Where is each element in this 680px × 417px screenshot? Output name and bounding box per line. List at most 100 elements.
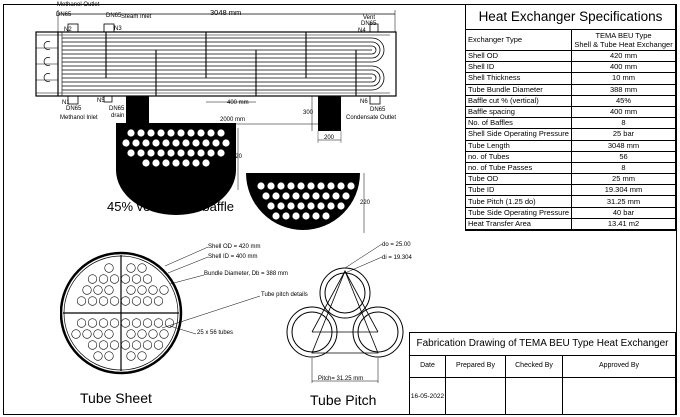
date-value: 16-05-2022 xyxy=(410,393,445,400)
shell-od-label: Shell OD = 420 mm xyxy=(208,244,261,250)
bundle-diameter-label: Bundle Diameter, Db = 388 mm xyxy=(204,271,288,277)
nozzle-n5-label: N5 xyxy=(97,98,105,104)
tube-count-label: 25 x 56 tubes xyxy=(197,330,234,336)
nozzle-dn-label: DN65 xyxy=(56,12,72,18)
spec-row: Tube Pitch (1.25 do)31.25 mm xyxy=(466,195,675,208)
shell-id-label: Shell ID = 400 mm xyxy=(208,254,258,260)
spec-value: 25 bar xyxy=(571,128,675,141)
spec-value: 31.25 mm xyxy=(571,195,675,208)
saddle-left xyxy=(126,96,149,131)
baffle-spacing-dim: 400 mm xyxy=(227,100,249,106)
spec-label: Shell ID xyxy=(466,61,573,74)
spec-label: no. of Tube Passes xyxy=(466,161,573,175)
spec-value: 3048 mm xyxy=(571,139,675,152)
fabrication-title: Fabrication Drawing of TEMA BEU Type Hea… xyxy=(410,333,675,356)
spec-value: 400 mm xyxy=(571,61,675,74)
saddle-width-dim: 200 xyxy=(324,135,335,141)
baffle-height-dim: 220 xyxy=(232,154,243,160)
tube-pitch-drawing xyxy=(286,243,404,383)
spec-value: 40 bar xyxy=(571,206,675,219)
spec-label: Tube ID xyxy=(466,184,573,197)
spec-label: Heat Transfer Area xyxy=(466,217,573,231)
vent-label: Vent xyxy=(363,15,376,21)
nozzle-n2-label: N2 xyxy=(64,27,72,33)
nozzle-dn-label: DN65 xyxy=(109,106,125,112)
spec-label: Tube Pitch (1.25 do) xyxy=(466,195,573,208)
date-header: Date xyxy=(420,362,435,369)
spec-row: Baffle cut % (vertical)45% xyxy=(466,94,675,107)
tube-pitch-details-label: Tube pitch details xyxy=(261,292,308,298)
spec-label: Tube Bundle Diameter xyxy=(466,83,573,96)
nozzle-n4-label: N4 xyxy=(358,28,366,34)
methanol-inlet-label: Methanol Inlet xyxy=(60,115,98,121)
spec-value: 25 mm xyxy=(571,173,675,186)
length-dimension: 3048 mm xyxy=(210,8,242,17)
condensate-outlet-label: Condensate Outlet xyxy=(346,115,397,121)
title-block: Fabrication Drawing of TEMA BEU Type Hea… xyxy=(409,332,676,415)
spec-value: 13.41 m2 xyxy=(571,217,675,231)
baffle-height-dim: 220 xyxy=(360,200,371,206)
nozzle-n1-label: N1 xyxy=(62,100,70,106)
methanol-outlet-label: Methanol Outlet xyxy=(57,2,100,8)
spec-value: 420 mm xyxy=(571,49,675,63)
spec-value: 10 mm xyxy=(571,72,675,85)
tube-sheet-caption: Tube Sheet xyxy=(80,390,152,406)
spec-label: Shell OD xyxy=(466,49,573,63)
spec-table: Heat Exchanger Specifications Exchanger … xyxy=(465,4,676,231)
nozzle-dn-label: DN65 xyxy=(66,106,82,112)
prepared-by-header: Prepared By xyxy=(456,362,495,369)
spec-label: Exchanger Type xyxy=(466,30,573,51)
nozzle-dn-label: DN65 xyxy=(106,13,122,19)
spec-label: Tube Length xyxy=(466,139,573,152)
nozzle-dn-label: DN65 xyxy=(370,107,386,113)
exchanger-elevation-drawing xyxy=(35,10,397,143)
pitch-label: Pitch= 31.25 mm xyxy=(318,376,364,382)
baffle-drawings xyxy=(116,123,365,233)
spec-value: 388 mm xyxy=(571,83,675,96)
spec-value: 8 xyxy=(571,117,675,130)
spec-label: no. of Tubes xyxy=(466,150,573,163)
spec-label: Tube Side Operating Pressure xyxy=(466,206,573,219)
tube-sheet-drawing xyxy=(60,251,183,375)
tube-sheet-leaders xyxy=(161,246,261,335)
spec-value: 400 mm xyxy=(571,105,675,119)
spec-value: 56 xyxy=(571,150,675,163)
tube-pitch-caption: Tube Pitch xyxy=(310,392,377,408)
steam-inlet-label: Steam Inlet xyxy=(121,14,152,20)
spec-title: Heat Exchanger Specifications xyxy=(466,5,675,30)
approved-by-header: Approved By xyxy=(598,362,640,369)
spec-label: No. of Baffles xyxy=(466,117,573,130)
spec-label: Shell Side Operating Pressure xyxy=(466,128,573,141)
checked-by-header: Checked By xyxy=(515,362,553,369)
nozzle-dn-label: DN65 xyxy=(361,21,377,27)
tube-od-label: do = 25.00 xyxy=(382,242,411,248)
spec-value: 45% xyxy=(571,94,675,107)
baffle-caption: 45% vertical cut baffle xyxy=(107,199,234,214)
nozzle-n6-label: N6 xyxy=(360,99,368,105)
drain-label: drain xyxy=(111,113,125,119)
tube-bundle xyxy=(62,37,385,91)
saddle-height-dim: 300 xyxy=(303,110,314,116)
spec-label: Baffle spacing xyxy=(466,105,573,119)
saddle-right xyxy=(318,96,341,131)
spec-label: Baffle cut % (vertical) xyxy=(466,94,573,107)
spec-value: 19.304 mm xyxy=(571,184,675,197)
saddle-spacing-dim: 2000 mm xyxy=(220,117,246,123)
tube-id-label: di = 19.304 xyxy=(382,255,412,261)
